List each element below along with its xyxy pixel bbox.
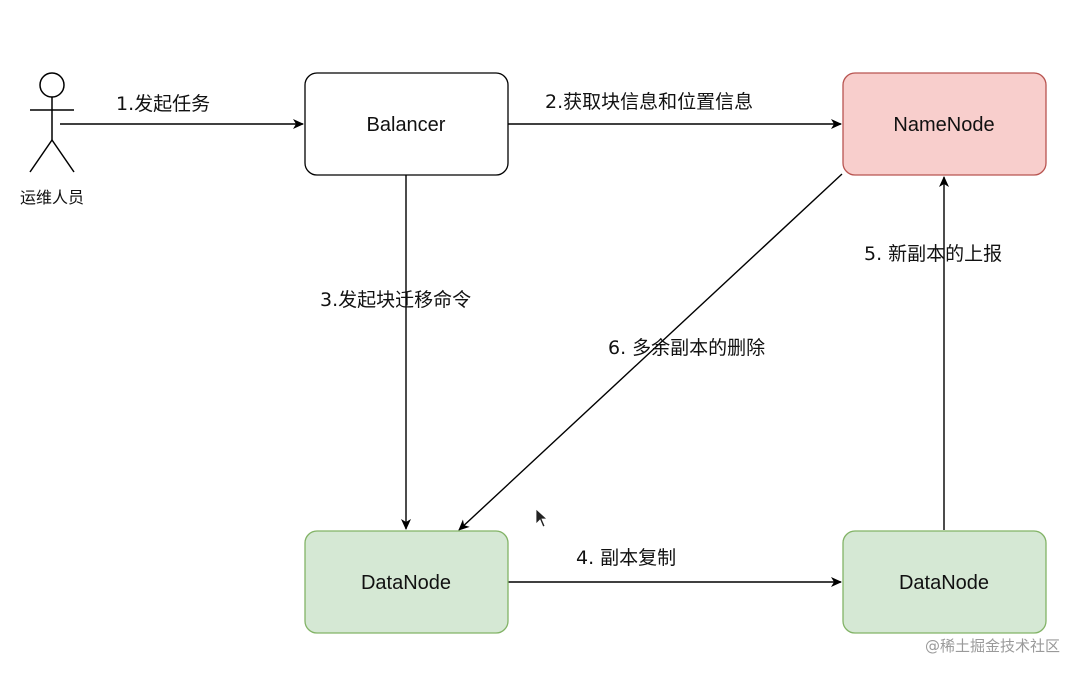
edge-label-6: 6. 多余副本的删除 bbox=[608, 337, 765, 359]
edge-label-1: 1.发起任务 bbox=[116, 93, 210, 115]
mouse-cursor-icon bbox=[535, 508, 549, 528]
node-datanode-left-label: DataNode bbox=[361, 572, 451, 594]
edge-label-5: 5. 新副本的上报 bbox=[864, 243, 1002, 265]
node-balancer[interactable]: Balancer bbox=[304, 72, 509, 176]
edge-label-4: 4. 副本复制 bbox=[576, 547, 676, 569]
actor-right-leg bbox=[51, 139, 75, 173]
node-namenode-label: NameNode bbox=[893, 114, 994, 136]
edge-label-2: 2.获取块信息和位置信息 bbox=[545, 91, 753, 113]
actor-head bbox=[39, 72, 65, 98]
node-datanode-right[interactable]: DataNode bbox=[842, 530, 1047, 634]
node-datanode-right-box bbox=[842, 530, 1047, 634]
node-namenode-box bbox=[842, 72, 1047, 176]
node-namenode[interactable]: NameNode bbox=[842, 72, 1047, 176]
watermark-text: @稀土掘金技术社区 bbox=[925, 637, 1060, 655]
edge-namenode-to-datanode-left bbox=[458, 173, 843, 531]
actor-figure bbox=[29, 72, 75, 173]
actor-label: 运维人员 bbox=[20, 188, 84, 207]
node-datanode-left[interactable]: DataNode bbox=[304, 530, 509, 634]
edge-label-3: 3.发起块迁移命令 bbox=[320, 289, 471, 311]
node-balancer-label: Balancer bbox=[367, 114, 446, 136]
node-balancer-box bbox=[304, 72, 509, 176]
node-datanode-right-label: DataNode bbox=[899, 572, 989, 594]
actor-left-leg bbox=[29, 139, 53, 173]
node-datanode-left-box bbox=[304, 530, 509, 634]
